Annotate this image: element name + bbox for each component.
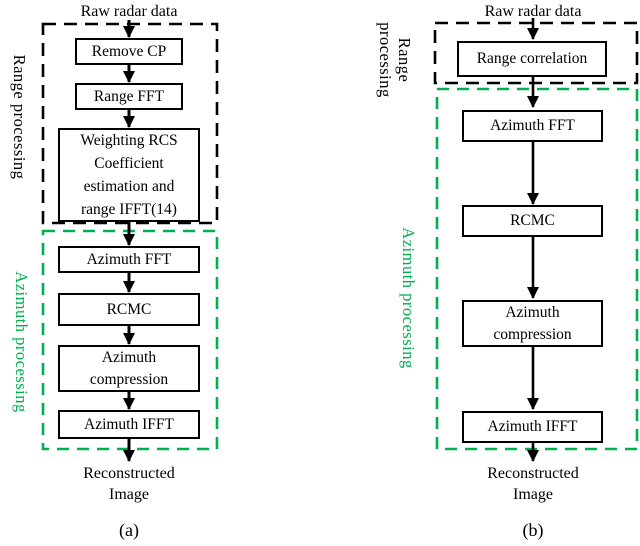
caption-a: (a)	[119, 520, 139, 540]
flowchart-box-range-correlation: Range correlation	[457, 41, 607, 77]
flowchart-box-azimuth-ifft-a: Azimuth IFFT	[58, 410, 200, 439]
input-label-b: Raw radar data	[484, 3, 582, 20]
range-processing-group-label-a: Range processing	[10, 54, 29, 180]
azimuth-processing-group-outline-b	[435, 87, 639, 451]
flowchart-box-azimuth-compression-a: Azimuth compression	[58, 345, 200, 392]
output-label-b: Reconstructed Image	[487, 465, 579, 503]
output-label-a: Reconstructed Image	[83, 465, 175, 503]
range-processing-group-outline-b	[433, 21, 639, 85]
caption-b: (b)	[522, 520, 544, 540]
flowchart-box-weighting-rcs: Weighting RCS Coefficient estimation and…	[58, 128, 200, 222]
flowchart-box-azimuth-ifft-b: Azimuth IFFT	[462, 411, 603, 443]
range-processing-group-label-b: Range processing	[376, 22, 414, 98]
flowchart-box-range-fft-a: Range FFT	[75, 83, 183, 110]
azimuth-processing-group-label-a: Azimuth processing	[12, 271, 31, 413]
flowchart-box-rcmc-a: RCMC	[58, 293, 200, 326]
flowchart-box-remove-cp: Remove CP	[75, 38, 183, 65]
flowchart-box-azimuth-fft-b: Azimuth FFT	[462, 110, 603, 142]
flowchart-box-rcmc-b: RCMC	[462, 205, 603, 237]
input-label-a: Raw radar data	[80, 3, 178, 20]
azimuth-processing-group-label-b: Azimuth processing	[399, 227, 418, 369]
flowchart-box-azimuth-compression-b: Azimuth compression	[462, 300, 603, 347]
flowchart-box-azimuth-fft-a: Azimuth FFT	[58, 246, 200, 273]
